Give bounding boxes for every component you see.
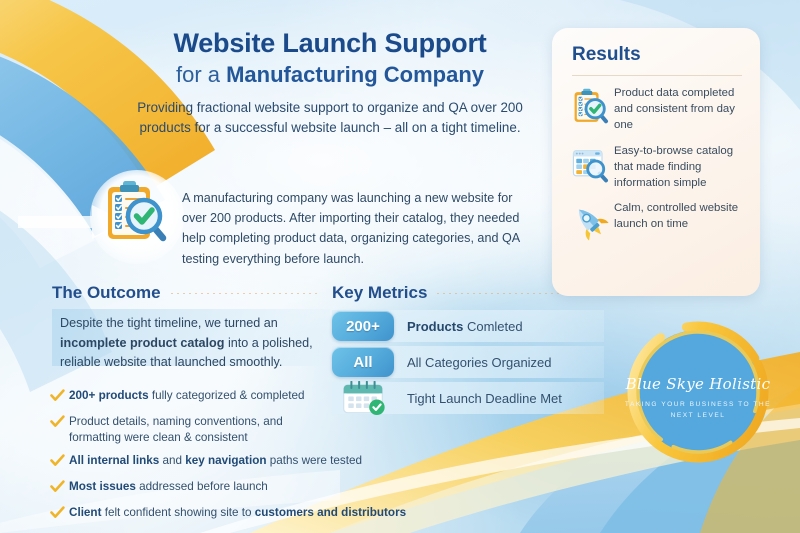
- list-item-rest: addressed before launch: [135, 479, 268, 493]
- list-item-text: 200+ products fully categorized & comple…: [69, 388, 305, 404]
- list-item-strong: Client: [69, 505, 102, 519]
- page-subtitle: for a Manufacturing Company: [120, 62, 540, 88]
- brand-logo: Blue Skye Holistic TAKING YOUR BUSINESS …: [618, 312, 778, 472]
- header-description: Providing fractional website support to …: [137, 99, 523, 136]
- metric-row: Tight Launch Deadline Met: [332, 381, 604, 415]
- list-item-text: Client felt confident showing site to cu…: [69, 505, 406, 521]
- outcome-heading-label: The Outcome: [52, 283, 161, 302]
- metrics-heading: Key Metrics: [332, 283, 562, 303]
- metric-label: All Categories Organized: [407, 354, 552, 370]
- list-item-mid: and: [159, 453, 186, 467]
- metric-label-strong: Products: [407, 318, 464, 334]
- check-icon: [50, 453, 69, 472]
- list-item-rest: paths were tested: [266, 453, 362, 467]
- results-heading: Results: [572, 44, 641, 65]
- check-icon: [50, 414, 69, 433]
- outcome-statement-box: Despite the tight timeline, we turned an…: [52, 309, 330, 369]
- list-item-strong: 200+ products: [69, 389, 149, 402]
- list-item-rest: felt confident showing site to: [101, 505, 255, 519]
- results-item-text: Calm, controlled website launch on time: [614, 202, 739, 231]
- list-item-strong-3: customers and distributors: [254, 505, 407, 519]
- list-item: All internal links and key navigation pa…: [50, 453, 440, 472]
- list-item: 200+ products fully categorized & comple…: [50, 388, 440, 407]
- list-item-text: Product details, naming conventions, and…: [69, 415, 283, 444]
- list-item: Product details, naming conventions, and…: [50, 414, 440, 446]
- clipboard-magnifier-icon: [100, 178, 170, 253]
- check-icon: [50, 479, 69, 498]
- check-icon: [50, 505, 69, 524]
- page-subtitle-prefix: for a: [175, 62, 227, 88]
- outcome-statement-post: into a polished, reliable website that l…: [60, 335, 313, 370]
- list-item: Client felt confident showing site to cu…: [50, 505, 440, 524]
- metric-label: Tight Launch Deadline Met: [407, 390, 562, 406]
- outcome-heading-divider: [170, 292, 320, 294]
- key-metrics-list: 200+ Products Comleted All All Categorie…: [332, 310, 604, 418]
- results-item-text: Easy-to-browse catalog that made finding…: [614, 144, 734, 189]
- list-item: Most issues addressed before launch: [50, 479, 440, 498]
- outcome-checklist: 200+ products fully categorized & comple…: [50, 388, 440, 531]
- list-item-strong: Most issues: [69, 479, 136, 493]
- intro-text: A manufacturing company was launching a …: [182, 190, 520, 266]
- results-item: Product data completed and consistent fr…: [552, 76, 760, 134]
- page-subtitle-emphasis: Manufacturing Company: [226, 62, 485, 88]
- logo-tagline: TAKING YOUR BUSINESS TO THE NEXT LEVEL: [624, 401, 772, 419]
- list-item-rest: fully categorized & completed: [148, 389, 305, 402]
- results-item: Easy-to-browse catalog that made finding…: [552, 134, 760, 192]
- list-item-text: Most issues addressed before launch: [69, 479, 268, 495]
- metrics-heading-divider: [437, 292, 562, 294]
- metric-label-rest: Comleted: [463, 318, 523, 334]
- header: Website Launch Support for a Manufacturi…: [120, 28, 540, 139]
- metric-row: All All Categories Organized: [332, 346, 604, 378]
- metric-value-pill: 200+: [332, 311, 394, 341]
- list-item-strong: All internal links: [69, 453, 160, 467]
- outcome-statement-emphasis: incomplete product catalog: [60, 335, 225, 350]
- outcome-statement: Despite the tight timeline, we turned an…: [60, 314, 320, 373]
- results-item: Calm, controlled website launch on time: [552, 191, 760, 242]
- logo-name: Blue Skye Holistic: [625, 375, 771, 393]
- calendar-check-icon: [332, 381, 394, 415]
- outcome-heading: The Outcome: [52, 283, 320, 303]
- check-icon: [50, 388, 69, 407]
- intro-block: A manufacturing company was launching a …: [86, 166, 538, 270]
- rocket-icon: [568, 200, 612, 242]
- page-title: Website Launch Support: [173, 28, 487, 58]
- metric-label: Products Comleted: [394, 319, 523, 334]
- browser-catalog-search-icon: [568, 143, 612, 185]
- results-item-text: Product data completed and consistent fr…: [614, 87, 735, 132]
- metrics-heading-label: Key Metrics: [332, 283, 428, 302]
- results-divider: [572, 75, 742, 76]
- metric-value-pill: All: [332, 347, 394, 377]
- list-item-text: All internal links and key navigation pa…: [69, 453, 362, 469]
- clipboard-magnifier-icon: [568, 85, 612, 127]
- metric-row: 200+ Products Comleted: [332, 310, 604, 342]
- outcome-statement-pre: Despite the tight timeline, we turned an: [60, 316, 278, 330]
- list-item-strong-2: key navigation: [185, 453, 267, 467]
- results-card: Results: [552, 28, 760, 296]
